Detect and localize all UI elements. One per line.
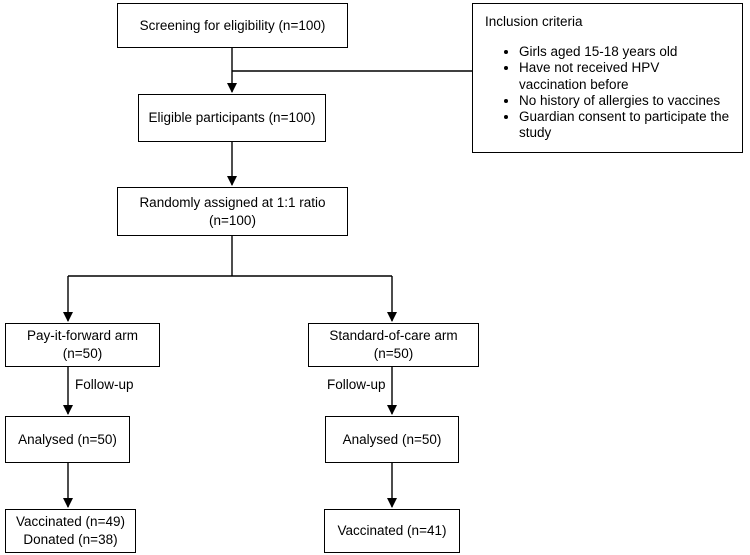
- inclusion-criteria-box: Inclusion criteria Girls aged 15-18 year…: [472, 3, 743, 153]
- eligible-box: Eligible participants (n=100): [138, 94, 326, 142]
- eligible-label: Eligible participants (n=100): [148, 110, 316, 126]
- inclusion-item: No history of allergies to vaccines: [519, 93, 730, 109]
- left-vaccinated-label: Vaccinated (n=49): [16, 514, 125, 530]
- screening-box: Screening for eligibility (n=100): [117, 3, 348, 48]
- left-arm-line2: (n=50): [62, 346, 103, 361]
- inclusion-list: Girls aged 15-18 years old Have not rece…: [485, 44, 730, 141]
- right-outcome-box: Vaccinated (n=41): [324, 509, 460, 553]
- randomized-box: Randomly assigned at 1:1 ratio (n=100): [117, 187, 348, 236]
- right-analysed-box: Analysed (n=50): [325, 416, 459, 463]
- right-arm-line2: (n=50): [373, 346, 414, 361]
- randomized-line2: (n=100): [209, 212, 256, 228]
- left-followup-label: Follow-up: [75, 377, 134, 392]
- left-arm-box: Pay-it-forward arm (n=50): [5, 323, 160, 367]
- inclusion-item: Girls aged 15-18 years old: [519, 44, 730, 60]
- right-vaccinated-label: Vaccinated (n=41): [337, 523, 447, 539]
- screening-label: Screening for eligibility (n=100): [139, 17, 326, 33]
- randomized-line1: Randomly assigned at 1:1 ratio: [139, 194, 326, 210]
- left-arm-line1: Pay-it-forward arm: [26, 328, 139, 344]
- right-arm-line1: Standard-of-care arm: [329, 328, 458, 344]
- right-followup-label: Follow-up: [327, 377, 386, 392]
- inclusion-title: Inclusion criteria: [485, 14, 583, 29]
- left-analysed-label: Analysed (n=50): [18, 431, 117, 447]
- right-arm-box: Standard-of-care arm (n=50): [308, 323, 479, 367]
- left-outcome-box: Vaccinated (n=49) Donated (n=38): [5, 509, 136, 553]
- left-donated-label: Donated (n=38): [23, 532, 118, 547]
- inclusion-item: Guardian consent to participate the stud…: [519, 109, 730, 141]
- inclusion-item: Have not received HPV vaccination before: [519, 60, 730, 92]
- left-analysed-box: Analysed (n=50): [5, 416, 130, 463]
- right-analysed-label: Analysed (n=50): [342, 431, 442, 447]
